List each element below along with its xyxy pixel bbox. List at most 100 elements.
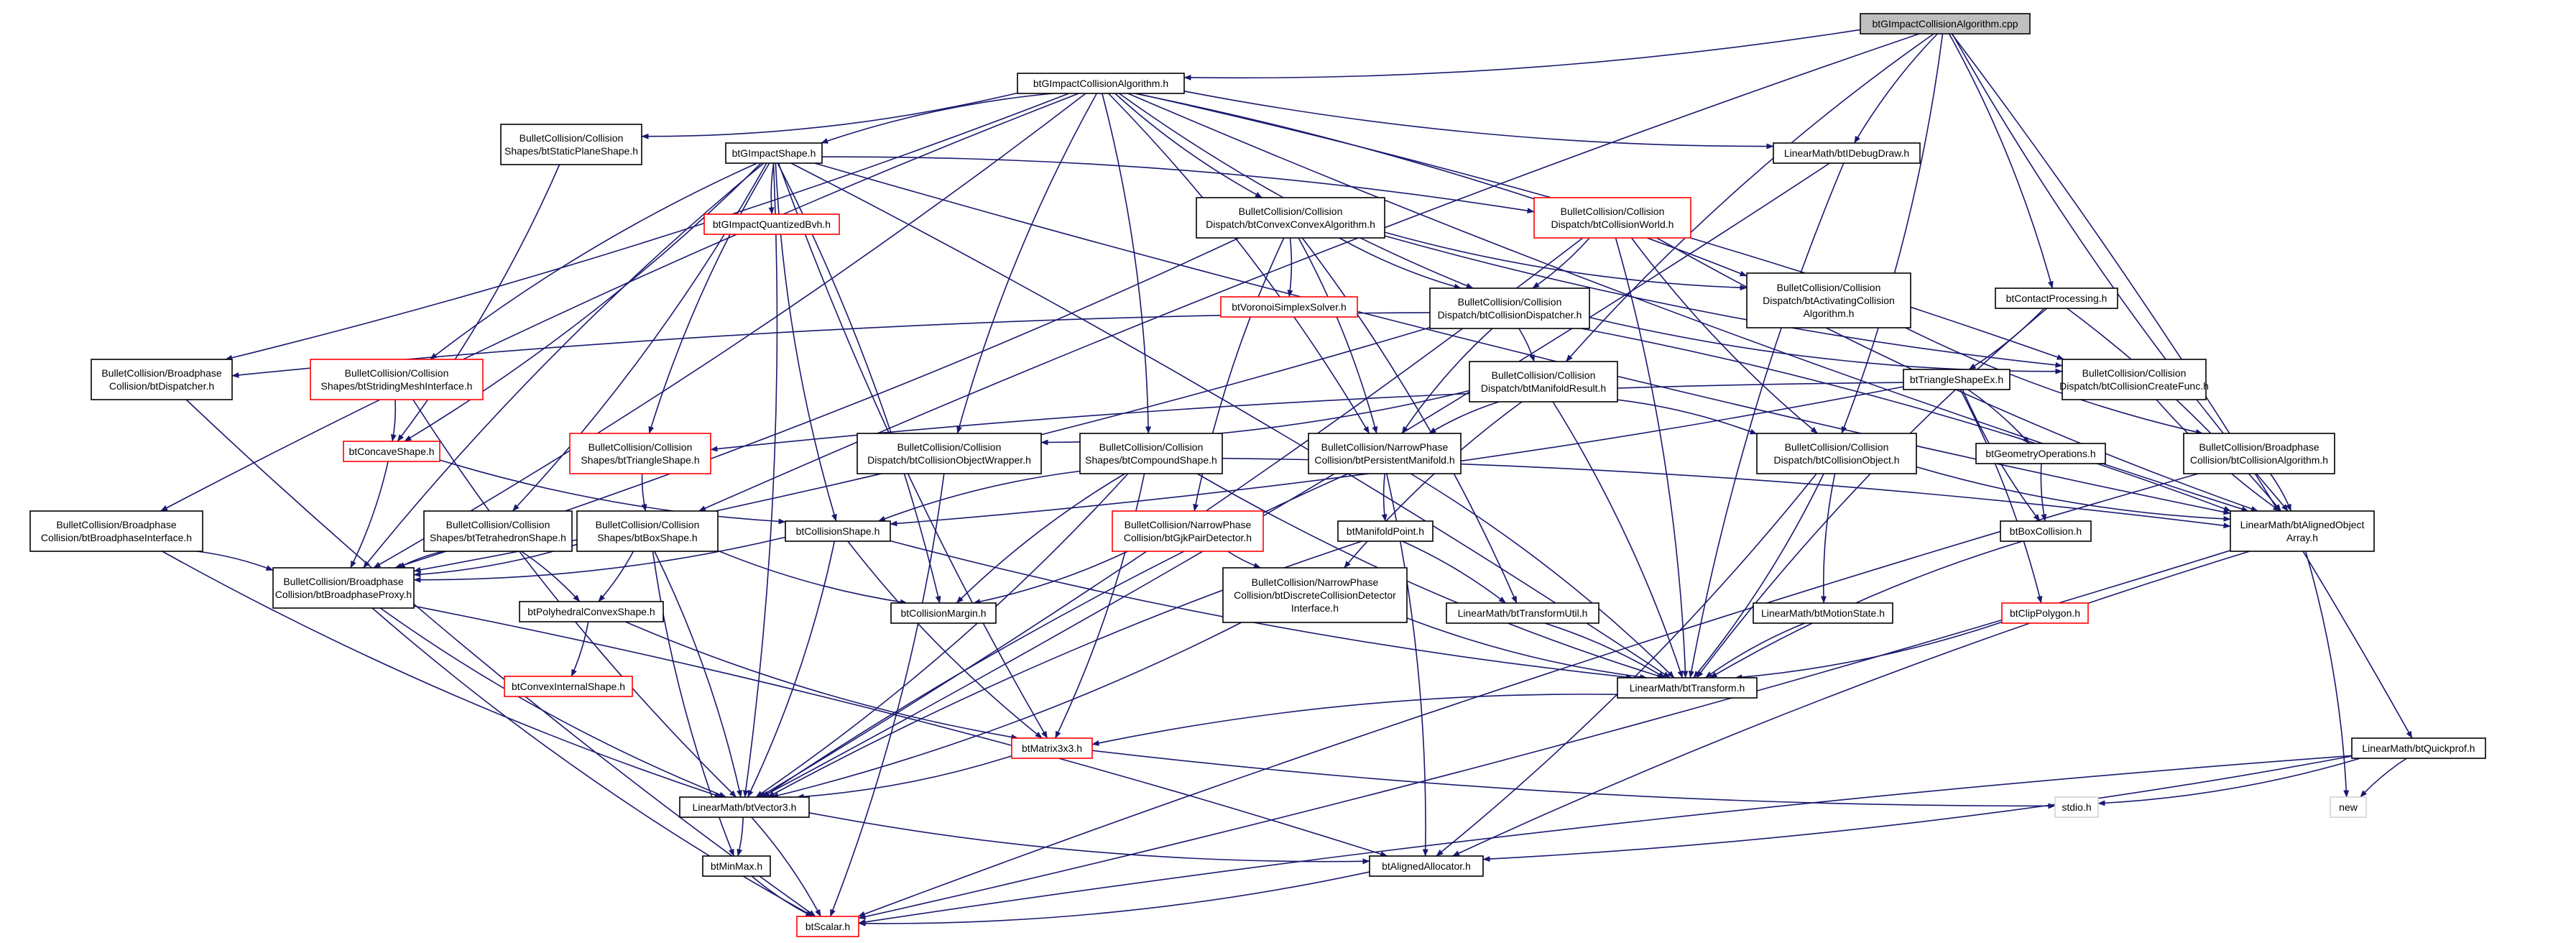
node-objwrapper[interactable]: BulletCollision/CollisionDispatch/btColl… (857, 433, 1042, 474)
node-box (857, 433, 1042, 474)
node-box (1903, 369, 2011, 390)
node-activating[interactable]: BulletCollision/CollisionDispatch/btActi… (1746, 272, 1911, 328)
node-box (1079, 433, 1223, 474)
edge-vector3-to-alignedalloc (808, 812, 1370, 865)
node-quickprof[interactable]: LinearMath/btQuickprof.h (2351, 737, 2486, 759)
node-box (423, 510, 573, 552)
node-dispatcher[interactable]: BulletCollision/BroadphaseCollision/btDi… (91, 359, 233, 400)
edge-manifoldresult-to-discretedet (1344, 401, 1523, 569)
edge-polyconvex-to-convexinternal (571, 621, 589, 677)
node-new[interactable]: new (2330, 796, 2367, 818)
edge-persistent-to-manifoldpoint (1381, 473, 1388, 522)
node-boxcollision[interactable]: btBoxCollision.h (2000, 520, 2092, 542)
edge-compound-to-transform (1196, 473, 1665, 679)
edge-compound-to-vector3 (755, 473, 1129, 798)
node-minmax[interactable]: btMinMax.h (702, 855, 771, 877)
node-box (2330, 796, 2367, 818)
edge-gjkpair-to-discretedet (1227, 551, 1261, 569)
edge-tetra-to-bpproxy (397, 551, 443, 569)
node-transform[interactable]: LinearMath/btTransform.h (1617, 677, 1758, 699)
edge-collworld-to-colldispatcher (1532, 237, 1590, 289)
node-collworld[interactable]: BulletCollision/CollisionDispatch/btColl… (1533, 197, 1691, 239)
node-boxshape[interactable]: BulletCollision/CollisionShapes/btBoxSha… (576, 510, 719, 552)
node-stdio[interactable]: stdio.h (2054, 796, 2099, 818)
node-label: Collision/btBroadphaseProxy.h (275, 589, 412, 600)
node-box (725, 142, 823, 164)
node-bpinterface[interactable]: BulletCollision/BroadphaseCollision/btBr… (29, 510, 203, 552)
edge-alignedarray-to-new (2304, 551, 2350, 798)
node-polyconvex[interactable]: btPolyhedralConvexShape.h (519, 601, 664, 622)
node-transformutil[interactable]: LinearMath/btTransformUtil.h (1446, 602, 1599, 624)
node-gica_h[interactable]: btGImpactCollisionAlgorithm.h (1017, 73, 1185, 94)
node-collobject[interactable]: BulletCollision/CollisionDispatch/btColl… (1756, 433, 1917, 474)
node-triangleshape[interactable]: BulletCollision/CollisionShapes/btTriang… (569, 433, 711, 474)
node-gjkpair[interactable]: BulletCollision/NarrowPhaseCollision/btG… (1112, 510, 1264, 552)
node-box (703, 213, 840, 235)
node-vector3[interactable]: LinearMath/btVector3.h (679, 796, 810, 818)
node-box (1995, 288, 2118, 309)
node-label: Collision/btGjkPairDetector.h (1124, 532, 1252, 543)
node-label: BulletCollision/Collision (1777, 282, 1881, 293)
node-triangleshapeex[interactable]: btTriangleShapeEx.h (1903, 369, 2011, 390)
edge-triangleshapeex-to-clippolygon (1959, 389, 2043, 604)
node-staticplane[interactable]: BulletCollision/CollisionShapes/btStatic… (500, 124, 642, 165)
node-compound[interactable]: BulletCollision/CollisionShapes/btCompou… (1079, 433, 1223, 474)
node-concave[interactable]: btConcaveShape.h (343, 441, 440, 462)
node-colldispatcher[interactable]: BulletCollision/CollisionDispatch/btColl… (1429, 288, 1590, 329)
edge-activating-to-bpalgo (1905, 327, 2203, 435)
node-quantbvh[interactable]: btGImpactQuantizedBvh.h (703, 213, 840, 235)
node-matrix3x3[interactable]: btMatrix3x3.h (1011, 737, 1093, 759)
node-cpp[interactable]: btGImpactCollisionAlgorithm.cpp (1860, 13, 2031, 34)
node-debugdraw[interactable]: LinearMath/btIDebugDraw.h (1773, 142, 1921, 164)
node-box (1011, 737, 1093, 759)
node-label: Collision/btBroadphaseInterface.h (41, 532, 192, 543)
edge-convexconvex-to-activating (1384, 231, 1748, 291)
edge-transform-to-matrix3x3 (1091, 694, 1618, 746)
node-box (679, 796, 810, 818)
node-manifoldpoint[interactable]: btManifoldPoint.h (1337, 520, 1434, 542)
node-bpalgo[interactable]: BulletCollision/BroadphaseCollision/btCo… (2183, 433, 2335, 474)
node-collmargin[interactable]: btCollisionMargin.h (890, 602, 997, 624)
edge-alignedalloc-to-scalar (858, 871, 1370, 926)
node-scalar[interactable]: btScalar.h (796, 916, 859, 937)
node-discretedet[interactable]: BulletCollision/NarrowPhaseCollision/btD… (1222, 567, 1408, 623)
node-box (1112, 510, 1264, 552)
node-bpproxy[interactable]: BulletCollision/BroadphaseCollision/btBr… (272, 567, 415, 609)
node-voronoi[interactable]: btVoronoiSimplexSolver.h (1220, 296, 1358, 318)
edge-collshape-to-matrix3x3 (847, 540, 1043, 739)
node-convexconvex[interactable]: BulletCollision/CollisionDispatch/btConv… (1196, 197, 1385, 239)
node-persistent[interactable]: BulletCollision/NarrowPhaseCollision/btP… (1308, 433, 1462, 474)
node-label: new (2339, 801, 2358, 813)
node-box (1469, 361, 1618, 402)
node-clippolygon[interactable]: btClipPolygon.h (2001, 602, 2089, 624)
node-manifoldresult[interactable]: BulletCollision/CollisionDispatch/btMani… (1469, 361, 1618, 402)
node-box (1773, 142, 1921, 164)
node-label: BulletCollision/Collision (446, 519, 550, 530)
node-convexinternal[interactable]: btConvexInternalShape.h (504, 676, 633, 697)
node-box (1337, 520, 1434, 542)
edge-gimpactshape-to-transform (790, 162, 1671, 678)
edge-triangleshapeex-to-geomops (1967, 389, 2030, 444)
edge-discretedet-to-vector3 (771, 622, 1242, 799)
node-label: BulletCollision/Broadphase (56, 519, 177, 530)
node-stridingmesh[interactable]: BulletCollision/CollisionShapes/btStridi… (310, 359, 484, 400)
node-box (310, 359, 484, 400)
node-box (1196, 197, 1385, 239)
node-motionstate[interactable]: LinearMath/btMotionState.h (1753, 602, 1893, 624)
node-contactproc[interactable]: btContactProcessing.h (1995, 288, 2118, 309)
node-label: btAlignedAllocator.h (1382, 860, 1471, 872)
node-gimpactshape[interactable]: btGImpactShape.h (725, 142, 823, 164)
node-box (890, 602, 997, 624)
node-box (569, 433, 711, 474)
node-geomops[interactable]: btGeometryOperations.h (1975, 443, 2106, 464)
node-label: btGImpactQuantizedBvh.h (713, 218, 831, 230)
node-tetra[interactable]: BulletCollision/CollisionShapes/btTetrah… (423, 510, 573, 552)
node-createfunc[interactable]: BulletCollision/CollisionDispatch/btColl… (2059, 359, 2209, 400)
node-label: LinearMath/btTransformUtil.h (1458, 607, 1588, 619)
node-collshape[interactable]: btCollisionShape.h (785, 520, 891, 542)
node-alignedalloc[interactable]: btAlignedAllocator.h (1369, 855, 1484, 877)
edge-clippolygon-to-transform (1735, 621, 2003, 681)
node-box (504, 676, 633, 697)
node-box (1533, 197, 1691, 239)
